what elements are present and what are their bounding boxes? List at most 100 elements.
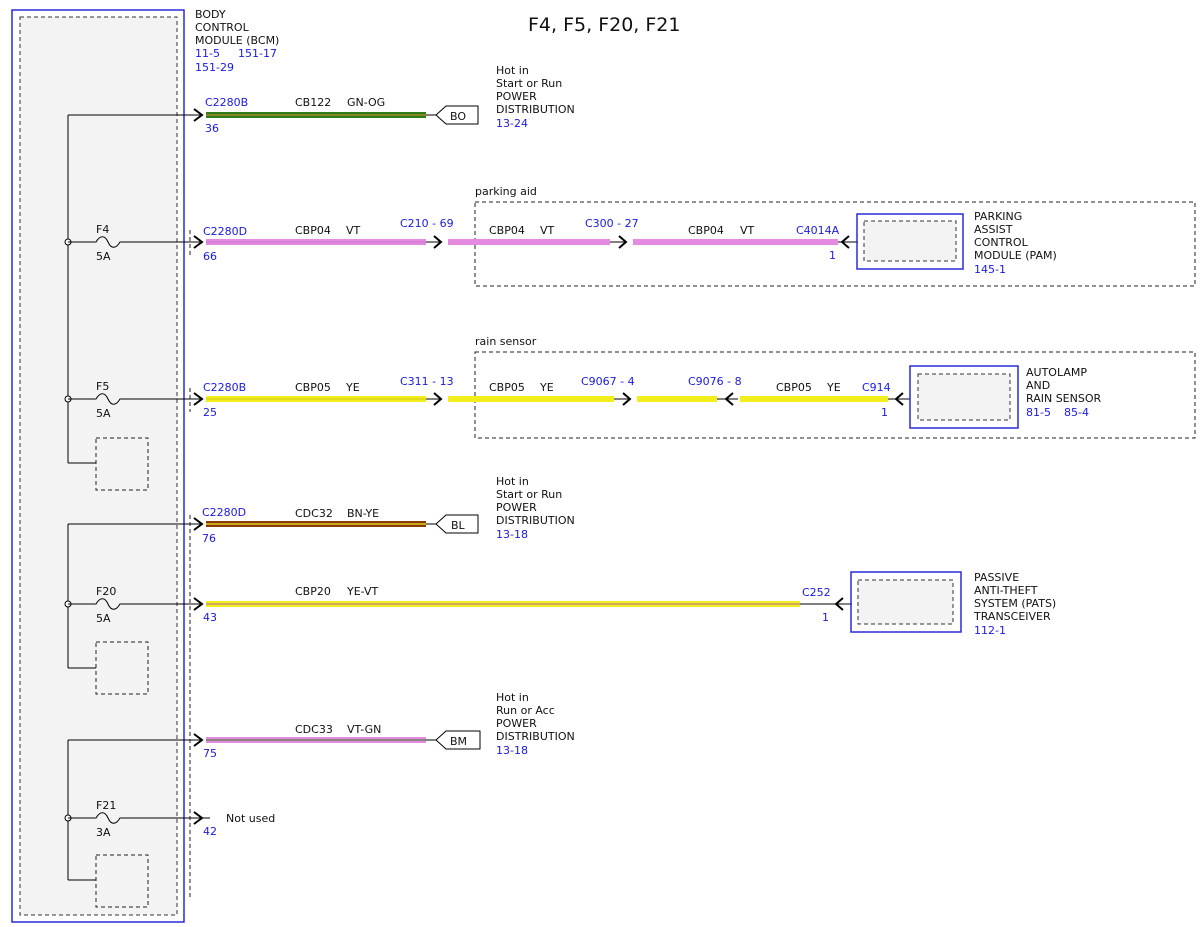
fuse-f5-rating: 5A <box>96 407 111 420</box>
bcm-internal-wiring <box>64 114 200 908</box>
pam-module[interactable] <box>856 213 964 270</box>
rain-ref-2[interactable]: 85-4 <box>1064 406 1089 419</box>
wire-cdc32[interactable] <box>206 521 436 527</box>
fuse-f4-rating: 5A <box>96 250 111 263</box>
inline-c311-13[interactable]: C311 - 13 <box>400 375 454 388</box>
bcm-label-line1: BODY <box>195 8 226 21</box>
pin-c4014a-1: 1 <box>829 249 836 262</box>
bcm-ref-2[interactable]: 151-17 <box>238 47 277 60</box>
bo-note-line3: POWER <box>496 90 537 103</box>
fuse-f5-name: F5 <box>96 380 109 393</box>
bcm-label-line2: CONTROL <box>195 21 250 34</box>
tag-bl: BL <box>451 519 466 532</box>
color-vt-2: VT <box>540 224 555 237</box>
bo-note-line1: Hot in <box>496 64 529 77</box>
bl-note-ref[interactable]: 13-18 <box>496 528 528 541</box>
bcm-module[interactable] <box>11 9 185 923</box>
pam-line3: CONTROL <box>974 236 1029 249</box>
wire-cbp05[interactable] <box>206 392 910 406</box>
pin-c914-1: 1 <box>881 406 888 419</box>
pats-line4: TRANSCEIVER <box>973 610 1051 623</box>
circuit-cdc32: CDC32 <box>295 507 333 520</box>
bl-note-line4: DISTRIBUTION <box>496 514 575 527</box>
parking-aid-label: parking aid <box>475 185 537 198</box>
circuit-cdc33: CDC33 <box>295 723 333 736</box>
bcm-ref-3[interactable]: 151-29 <box>195 61 234 74</box>
fuse-f20[interactable] <box>68 598 200 610</box>
bm-note-line2: Run or Acc <box>496 704 555 717</box>
circuit-cbp04-1: CBP04 <box>295 224 331 237</box>
diagram-title: F4, F5, F20, F21 <box>528 14 680 36</box>
color-ye-vt: YE-VT <box>346 585 379 598</box>
rain-sensor-group <box>474 351 1196 439</box>
tag-bm: BM <box>450 735 467 748</box>
fuse-f4-name: F4 <box>96 223 109 236</box>
color-vt-3: VT <box>740 224 755 237</box>
bcm-inner <box>19 16 178 916</box>
connector-c2280d-1[interactable]: C2280D <box>203 225 247 238</box>
connector-c2280b-2[interactable]: C2280B <box>203 381 246 394</box>
pats-line3: SYSTEM (PATS) <box>974 597 1056 610</box>
pin-75: 75 <box>203 747 217 760</box>
fuse-f21-name: F21 <box>96 799 116 812</box>
bl-note-line1: Hot in <box>496 475 529 488</box>
bl-note-line3: POWER <box>496 501 537 514</box>
wire-cbp20[interactable] <box>206 597 852 611</box>
connector-c2280b-1[interactable]: C2280B <box>205 96 248 109</box>
rain-sensor-module[interactable] <box>909 365 1019 429</box>
fuse-f20-name: F20 <box>96 585 116 598</box>
bo-note-ref[interactable]: 13-24 <box>496 117 528 130</box>
pin-76: 76 <box>202 532 216 545</box>
fuse-f4[interactable] <box>68 236 200 248</box>
tag-bl-shape[interactable] <box>435 514 479 534</box>
wire-cbp04[interactable] <box>206 235 858 249</box>
bm-note-line4: DISTRIBUTION <box>496 730 575 743</box>
pin-42: 42 <box>203 825 217 838</box>
pats-module[interactable] <box>850 571 962 633</box>
connector-c4014a[interactable]: C4014A <box>796 224 840 237</box>
pin-36: 36 <box>205 122 219 135</box>
wire-cdc33[interactable] <box>206 737 436 743</box>
tag-bo: BO <box>450 110 466 123</box>
pam-ref[interactable]: 145-1 <box>974 263 1006 276</box>
tag-bm-shape[interactable] <box>435 730 481 750</box>
bcm-label-line3: MODULE (BCM) <box>195 34 279 47</box>
color-ye-2: YE <box>539 381 554 394</box>
rain-sensor-label: rain sensor <box>475 335 537 348</box>
fuse-f5[interactable] <box>68 393 200 405</box>
inline-c9076-8[interactable]: C9076 - 8 <box>688 375 742 388</box>
pam-line4: MODULE (PAM) <box>974 249 1057 262</box>
rain-line1: AUTOLAMP <box>1026 366 1087 379</box>
connector-c2280d-2[interactable]: C2280D <box>202 506 246 519</box>
pin-66: 66 <box>203 250 217 263</box>
pin-25: 25 <box>203 406 217 419</box>
fuse-f20-rating: 5A <box>96 612 111 625</box>
bcm-ref-1[interactable]: 11-5 <box>195 47 220 60</box>
rain-ref-1[interactable]: 81-5 <box>1026 406 1051 419</box>
tag-bo-shape[interactable] <box>435 105 479 125</box>
bo-note-line2: Start or Run <box>496 77 562 90</box>
pin-c252-1: 1 <box>822 611 829 624</box>
bcm-outline <box>11 9 185 923</box>
color-vt-gn: VT-GN <box>347 723 381 736</box>
wire-cb122[interactable] <box>206 112 436 118</box>
pats-ref[interactable]: 112-1 <box>974 624 1006 637</box>
bm-note-ref[interactable]: 13-18 <box>496 744 528 757</box>
bcm-pin-arrows <box>193 108 204 825</box>
pam-line2: ASSIST <box>974 223 1013 236</box>
bm-note-line3: POWER <box>496 717 537 730</box>
connector-c252[interactable]: C252 <box>802 586 831 599</box>
inline-c300-27[interactable]: C300 - 27 <box>585 217 639 230</box>
fuse-f21-rating: 3A <box>96 826 111 839</box>
bl-note-line2: Start or Run <box>496 488 562 501</box>
circuit-cbp04-3: CBP04 <box>688 224 724 237</box>
connector-c914[interactable]: C914 <box>862 381 891 394</box>
inline-c9067-4[interactable]: C9067 - 4 <box>581 375 635 388</box>
color-gn-og: GN-OG <box>347 96 385 109</box>
inline-c210-69[interactable]: C210 - 69 <box>400 217 454 230</box>
fuse-f21[interactable] <box>68 812 200 824</box>
not-used-label: Not used <box>226 812 275 825</box>
pin-43: 43 <box>203 611 217 624</box>
circuit-cbp20: CBP20 <box>295 585 331 598</box>
